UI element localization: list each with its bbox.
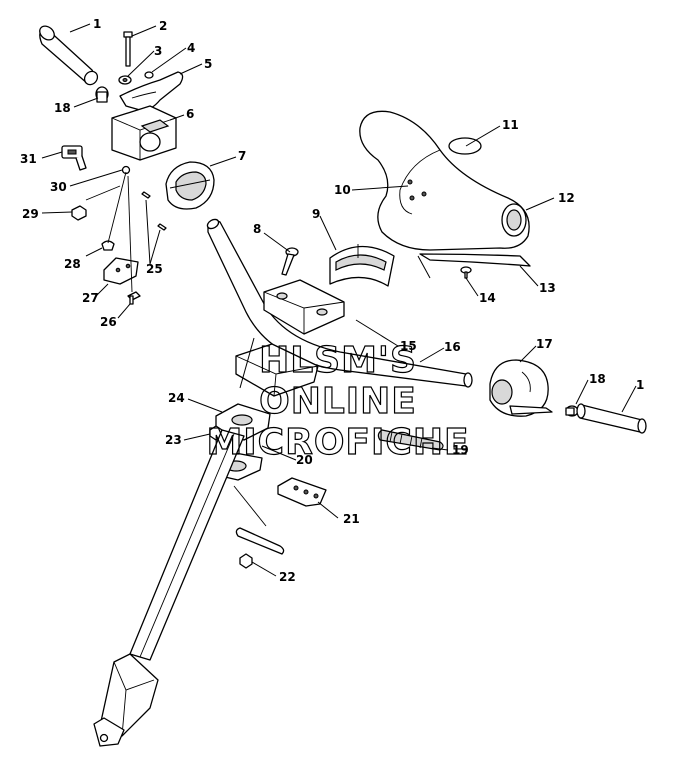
part-handlebar-clamp [329, 244, 395, 287]
part-screw-26 [127, 291, 141, 305]
watermark: HLSM'S ONLINE MICROFICHE [206, 339, 469, 463]
callout-14: 14 [479, 291, 496, 305]
part-switch-housing [489, 359, 553, 417]
assembly-line-left-2 [127, 175, 133, 293]
callout-18-right: 18 [589, 372, 606, 386]
callout-1-right: 1 [636, 378, 644, 392]
callout-28: 28 [64, 257, 81, 271]
part-grip-heater [377, 429, 444, 451]
callout-23: 23 [165, 433, 182, 447]
part-bolt-8 [281, 247, 299, 276]
part-handlebar-pad [359, 110, 530, 251]
callout-1-left: 1 [93, 17, 101, 31]
part-small-nut [144, 71, 154, 79]
part-screws-25 [141, 191, 167, 231]
assembly-line-left-1 [107, 171, 127, 244]
callout-24: 24 [168, 391, 185, 405]
callout-30: 30 [50, 180, 67, 194]
part-right-end-cap [565, 405, 579, 417]
callout-2: 2 [159, 19, 167, 33]
callout-3: 3 [154, 44, 162, 58]
callout-12: 12 [558, 191, 575, 205]
callout-22: 22 [279, 570, 296, 584]
callout-25: 25 [146, 262, 163, 276]
watermark-line-1: HLSM'S [259, 340, 417, 381]
part-clamp-plate [103, 257, 139, 285]
assembly-line-left-3 [85, 185, 121, 201]
callout-20: 20 [296, 453, 313, 467]
callout-8: 8 [253, 222, 261, 236]
callout-leaders [41, 23, 637, 577]
part-throttle-cover [165, 161, 215, 210]
part-bearing-block [277, 477, 327, 507]
callout-31: 31 [20, 152, 37, 166]
callout-11: 11 [502, 118, 519, 132]
part-trim-strip [417, 253, 531, 279]
callout-9: 9 [312, 207, 320, 221]
callout-29: 29 [22, 207, 39, 221]
callout-16: 16 [444, 340, 461, 354]
callout-13: 13 [539, 281, 556, 295]
callout-5: 5 [204, 57, 212, 71]
watermark-line-2: ONLINE [259, 381, 417, 422]
part-bolt [123, 31, 133, 67]
part-pin [233, 485, 285, 569]
part-left-grip [39, 25, 99, 86]
watermark-line-3: MICROFICHE [206, 422, 469, 463]
part-throttle-housing [111, 105, 177, 161]
callout-17: 17 [536, 337, 553, 351]
callout-21: 21 [343, 512, 360, 526]
callout-27: 27 [82, 291, 99, 305]
callout-7: 7 [238, 149, 246, 163]
part-right-grip [576, 403, 647, 434]
callout-6: 6 [186, 107, 194, 121]
callout-4: 4 [187, 41, 195, 55]
callout-19: 19 [452, 443, 469, 457]
callout-10: 10 [334, 183, 351, 197]
part-nut-29 [71, 205, 87, 221]
part-push-pin [460, 266, 472, 279]
part-left-end-cap [95, 86, 109, 103]
callout-numbers: 1 2 3 4 5 18 6 31 7 30 29 28 25 27 26 8 … [20, 17, 644, 584]
part-washer [118, 75, 132, 85]
part-steering-column [93, 429, 245, 747]
callout-18-left: 18 [54, 101, 71, 115]
part-lower-clamp [235, 337, 319, 397]
callout-15: 15 [400, 339, 417, 353]
part-upper-clamp [263, 279, 345, 335]
part-clip-28 [101, 240, 115, 251]
callout-26: 26 [100, 315, 117, 329]
part-connector [61, 145, 87, 171]
